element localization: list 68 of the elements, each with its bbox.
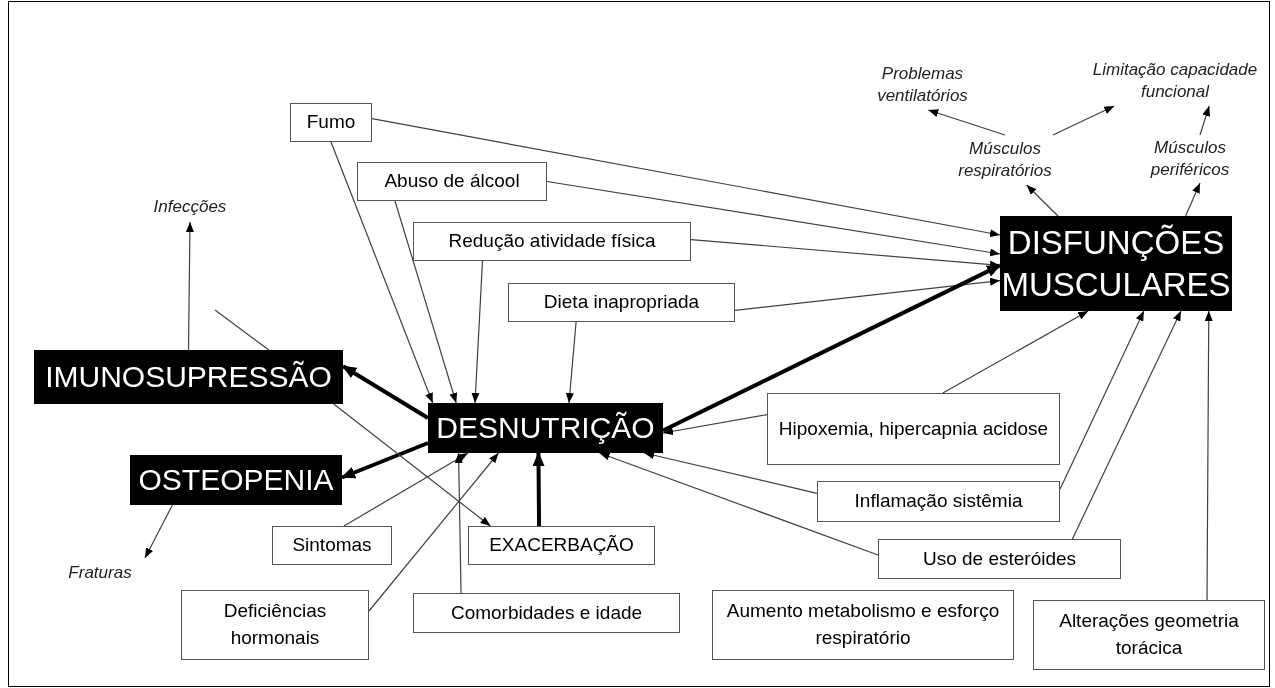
factor-box [468, 526, 655, 565]
arrow [532, 452, 545, 526]
arrow [333, 403, 492, 527]
factor-box [357, 162, 547, 201]
box-label: Abuso de álcool [384, 169, 520, 194]
highlight-box [34, 350, 343, 404]
connector-line [214, 309, 270, 351]
arrow [546, 180, 1001, 257]
arrow [1026, 184, 1059, 217]
box-label: Aumento metabolismo e esforço respiratório [725, 599, 1001, 650]
arrow [371, 118, 1001, 238]
arrow [330, 141, 434, 404]
factor-box [767, 393, 1060, 465]
annotation-text: Músculos periféricos [1140, 135, 1240, 183]
box-label: DISFUNÇÕES MUSCULARES [1001, 223, 1231, 305]
annotation-text: Limitação capacidade funcional [1080, 56, 1270, 106]
arrow [341, 441, 429, 480]
arrow [1059, 310, 1145, 490]
arrow [927, 109, 1006, 136]
factor-box [878, 539, 1121, 579]
box-label: Comorbidades e idade [450, 600, 643, 625]
arrow [1199, 105, 1210, 136]
arrow [643, 451, 818, 494]
box-label: EXACERBAÇÃO [489, 533, 634, 558]
box-label: DESNUTRIÇÃO [436, 410, 655, 447]
factor-box [181, 590, 369, 660]
box-label: Dieta inapropriada [543, 290, 700, 315]
factor-box [413, 593, 680, 633]
arrow [454, 452, 463, 594]
box-label: Deficiências hormonais [222, 599, 328, 650]
arrow [394, 200, 458, 404]
box-label: Hipoxemia, hipercapnia acidose [778, 416, 1049, 441]
annotation-text: Problemas ventilatórios [865, 60, 980, 110]
factor-box [817, 481, 1060, 522]
arrow [368, 452, 500, 612]
annotation-text: Músculos respiratórios [945, 135, 1065, 185]
annotation-text: Infecções [135, 192, 245, 222]
factor-box [290, 103, 372, 142]
arrow [662, 263, 1001, 433]
box-label: Redução atividade física [448, 229, 656, 254]
arrow [343, 452, 469, 527]
arrow [185, 221, 194, 351]
arrow [144, 504, 173, 559]
arrow [598, 452, 879, 556]
arrow [1052, 105, 1115, 136]
arrow [942, 310, 1089, 394]
arrow [1071, 310, 1182, 540]
box-label: Inflamação sistêmia [854, 489, 1023, 514]
factor-box [712, 590, 1014, 660]
arrow [734, 277, 1001, 311]
box-label: Uso de esteróides [922, 546, 1077, 571]
arrow [565, 321, 577, 404]
highlight-box [428, 403, 663, 453]
factor-box [1033, 600, 1265, 670]
box-label: IMUNOSUPRESSÃO [45, 359, 332, 396]
box-label: OSTEOPENIA [138, 462, 334, 499]
factor-box [508, 283, 735, 322]
annotation-text: Fraturas [50, 558, 150, 588]
arrow [662, 414, 768, 436]
highlight-box [130, 455, 342, 505]
box-label: Fumo [306, 110, 356, 135]
box-label: Alterações geometria torácica [1058, 609, 1240, 660]
arrow [471, 260, 484, 404]
arrow [1185, 182, 1201, 217]
box-label: Sintomas [292, 533, 372, 558]
factor-box [413, 222, 691, 261]
factor-box [272, 526, 392, 565]
arrow [1204, 310, 1213, 601]
